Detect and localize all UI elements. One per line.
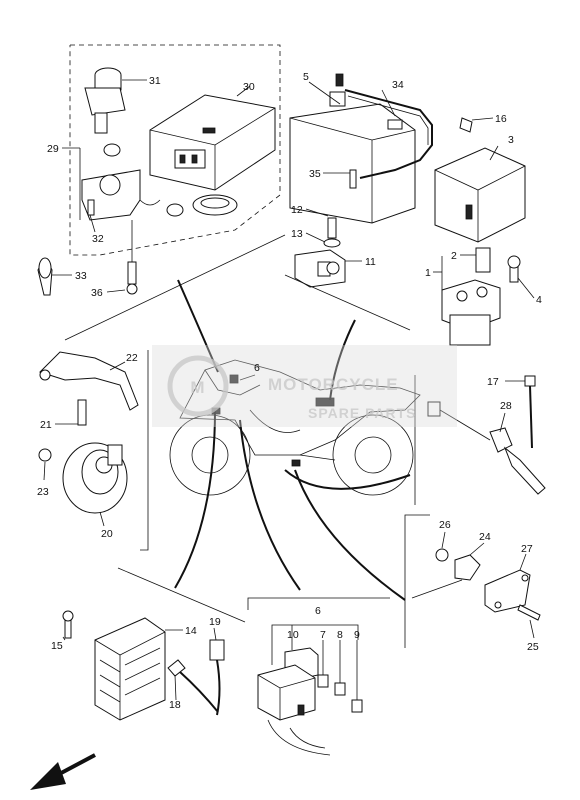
ignition-ecu-group xyxy=(37,44,281,296)
callout-24: 24 xyxy=(479,531,491,543)
callout-7: 7 xyxy=(320,629,326,641)
divider-lines xyxy=(64,234,430,648)
callout-12: 12 xyxy=(291,204,303,216)
callout-33: 33 xyxy=(75,270,87,282)
svg-text:M: M xyxy=(190,378,205,397)
callout-29: 29 xyxy=(47,143,59,155)
callout-19: 19 xyxy=(209,616,221,628)
callout-34: 34 xyxy=(392,79,404,91)
callout-20: 20 xyxy=(101,528,113,540)
watermark-title: MOTORCYCLE xyxy=(268,375,399,394)
callout-labels: 31 30 29 32 33 36 5 34 16 3 35 12 13 11 … xyxy=(37,71,542,711)
callout-13: 13 xyxy=(291,228,303,240)
callout-23: 23 xyxy=(37,486,49,498)
callout-22: 22 xyxy=(126,352,138,364)
battery-group xyxy=(289,73,535,346)
watermark: M MOTORCYCLE SPARE PARTS xyxy=(152,345,457,427)
callout-25: 25 xyxy=(527,641,539,653)
horn-group xyxy=(38,351,139,527)
callout-5: 5 xyxy=(303,71,309,83)
callout-35: 35 xyxy=(309,168,321,180)
bracket-group xyxy=(411,531,541,639)
sensor-group xyxy=(427,375,546,495)
callout-10: 10 xyxy=(287,629,299,641)
callout-27: 27 xyxy=(521,543,533,555)
callout-15: 15 xyxy=(51,640,63,652)
callout-11: 11 xyxy=(365,256,376,268)
callout-9: 9 xyxy=(354,629,360,641)
callout-18: 18 xyxy=(169,699,181,711)
callout-16: 16 xyxy=(495,113,507,125)
callout-6-bottom: 6 xyxy=(315,605,321,617)
callout-32: 32 xyxy=(92,233,104,245)
watermark-subtitle: SPARE PARTS xyxy=(308,405,417,421)
front-direction-arrow xyxy=(30,753,96,790)
callout-14: 14 xyxy=(185,625,197,637)
callout-3: 3 xyxy=(508,134,514,146)
callout-36: 36 xyxy=(91,287,103,299)
motorcycle-outline xyxy=(169,359,421,496)
callout-1: 1 xyxy=(425,267,431,279)
callout-26: 26 xyxy=(439,519,451,531)
callout-4: 4 xyxy=(536,294,542,306)
rectifier-group xyxy=(62,610,225,721)
callout-30: 30 xyxy=(243,81,255,93)
fuse-box-group xyxy=(257,624,363,756)
callout-17: 17 xyxy=(487,376,499,388)
callout-31: 31 xyxy=(149,75,161,87)
callout-2: 2 xyxy=(451,250,457,262)
callout-6-top: 6 xyxy=(254,362,260,374)
callout-8: 8 xyxy=(337,629,343,641)
callout-21: 21 xyxy=(40,419,52,431)
callout-28: 28 xyxy=(500,400,512,412)
